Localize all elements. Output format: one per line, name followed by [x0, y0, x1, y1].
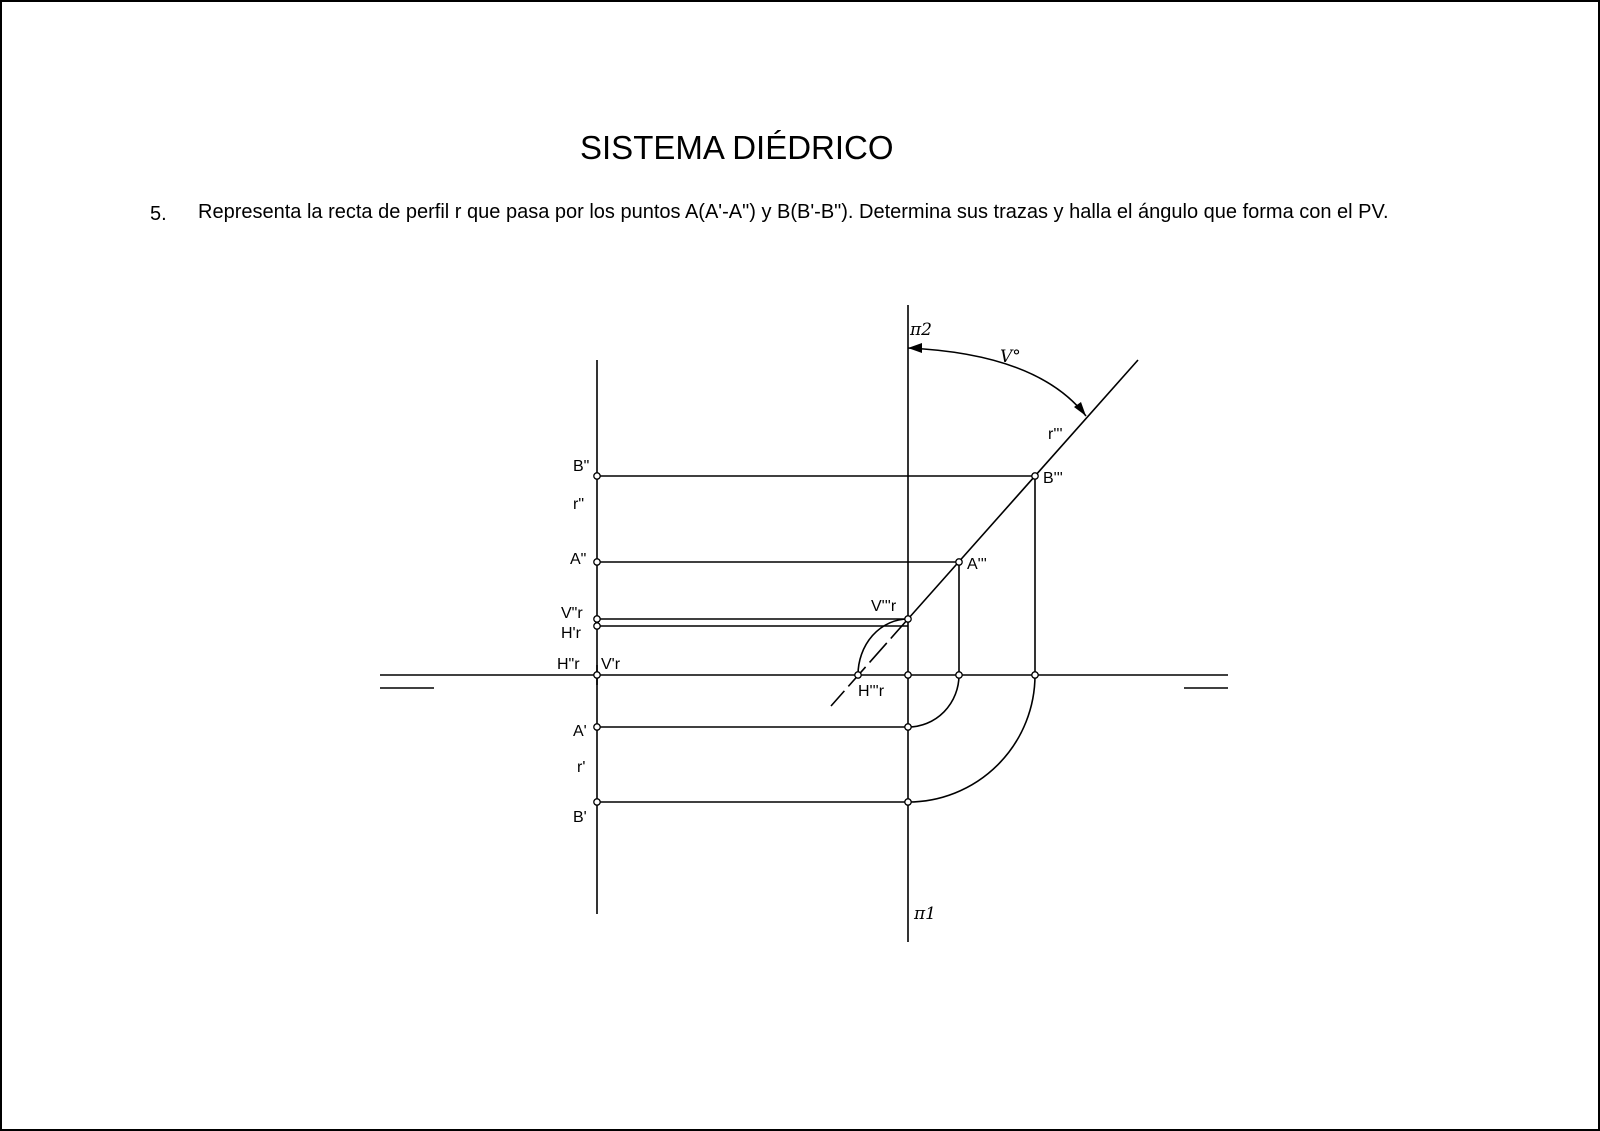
point-b-triple — [1031, 472, 1039, 480]
angle-arrow-head-right — [1074, 402, 1086, 416]
label-v-single-r: V'r — [601, 656, 621, 673]
label-h-double-r: H"r — [557, 656, 580, 673]
exercise-statement: Representa la recta de perfil r que pasa… — [198, 201, 1389, 223]
label-r-triple: r''' — [1048, 426, 1063, 443]
point-a-single-profile — [904, 723, 912, 731]
point-h-double-r — [593, 671, 601, 679]
page-title: SISTEMA DIÉDRICO — [580, 129, 894, 166]
exercise-number: 5. — [150, 203, 167, 225]
point-ground-b — [1031, 671, 1039, 679]
point-h-single-r — [593, 622, 601, 630]
point-b-single-profile — [904, 798, 912, 806]
label-v-double-r: V"r — [561, 605, 583, 622]
point-a-double — [593, 558, 601, 566]
label-h-single-r: H'r — [561, 625, 582, 642]
label-a-triple: A''' — [967, 556, 987, 573]
h-rotation-arc — [857, 618, 909, 676]
label-r-single: r' — [577, 759, 585, 776]
point-h-triple-r — [854, 671, 862, 679]
label-r-double: r" — [573, 496, 584, 513]
profile-line-third-projection-dashed — [830, 618, 909, 707]
point-a-single — [593, 723, 601, 731]
point-ground-profile — [904, 671, 912, 679]
point-v-triple-r — [904, 615, 912, 623]
label-pi2: π2 — [909, 320, 932, 340]
label-angle: V° — [1000, 347, 1021, 367]
label-b-triple: B''' — [1043, 470, 1063, 487]
label-a-single: A' — [573, 723, 587, 740]
label-b-double: B" — [573, 458, 589, 475]
label-a-double: A" — [570, 551, 586, 568]
label-v-triple-r: V'''r — [871, 598, 897, 615]
label-b-single: B' — [573, 809, 587, 826]
point-b-single — [593, 798, 601, 806]
angle-arc — [907, 347, 1087, 417]
angle-arrow-head-left — [908, 343, 922, 353]
point-ground-a — [955, 671, 963, 679]
a-rotation-arc — [907, 674, 960, 728]
point-b-double — [593, 472, 601, 480]
label-pi1: π1 — [913, 904, 936, 924]
b-rotation-arc — [907, 674, 1036, 803]
label-h-triple-r: H'''r — [858, 683, 885, 700]
point-v-double-r — [593, 615, 601, 623]
profile-line-third-projection — [907, 359, 1139, 620]
point-a-triple — [955, 558, 963, 566]
